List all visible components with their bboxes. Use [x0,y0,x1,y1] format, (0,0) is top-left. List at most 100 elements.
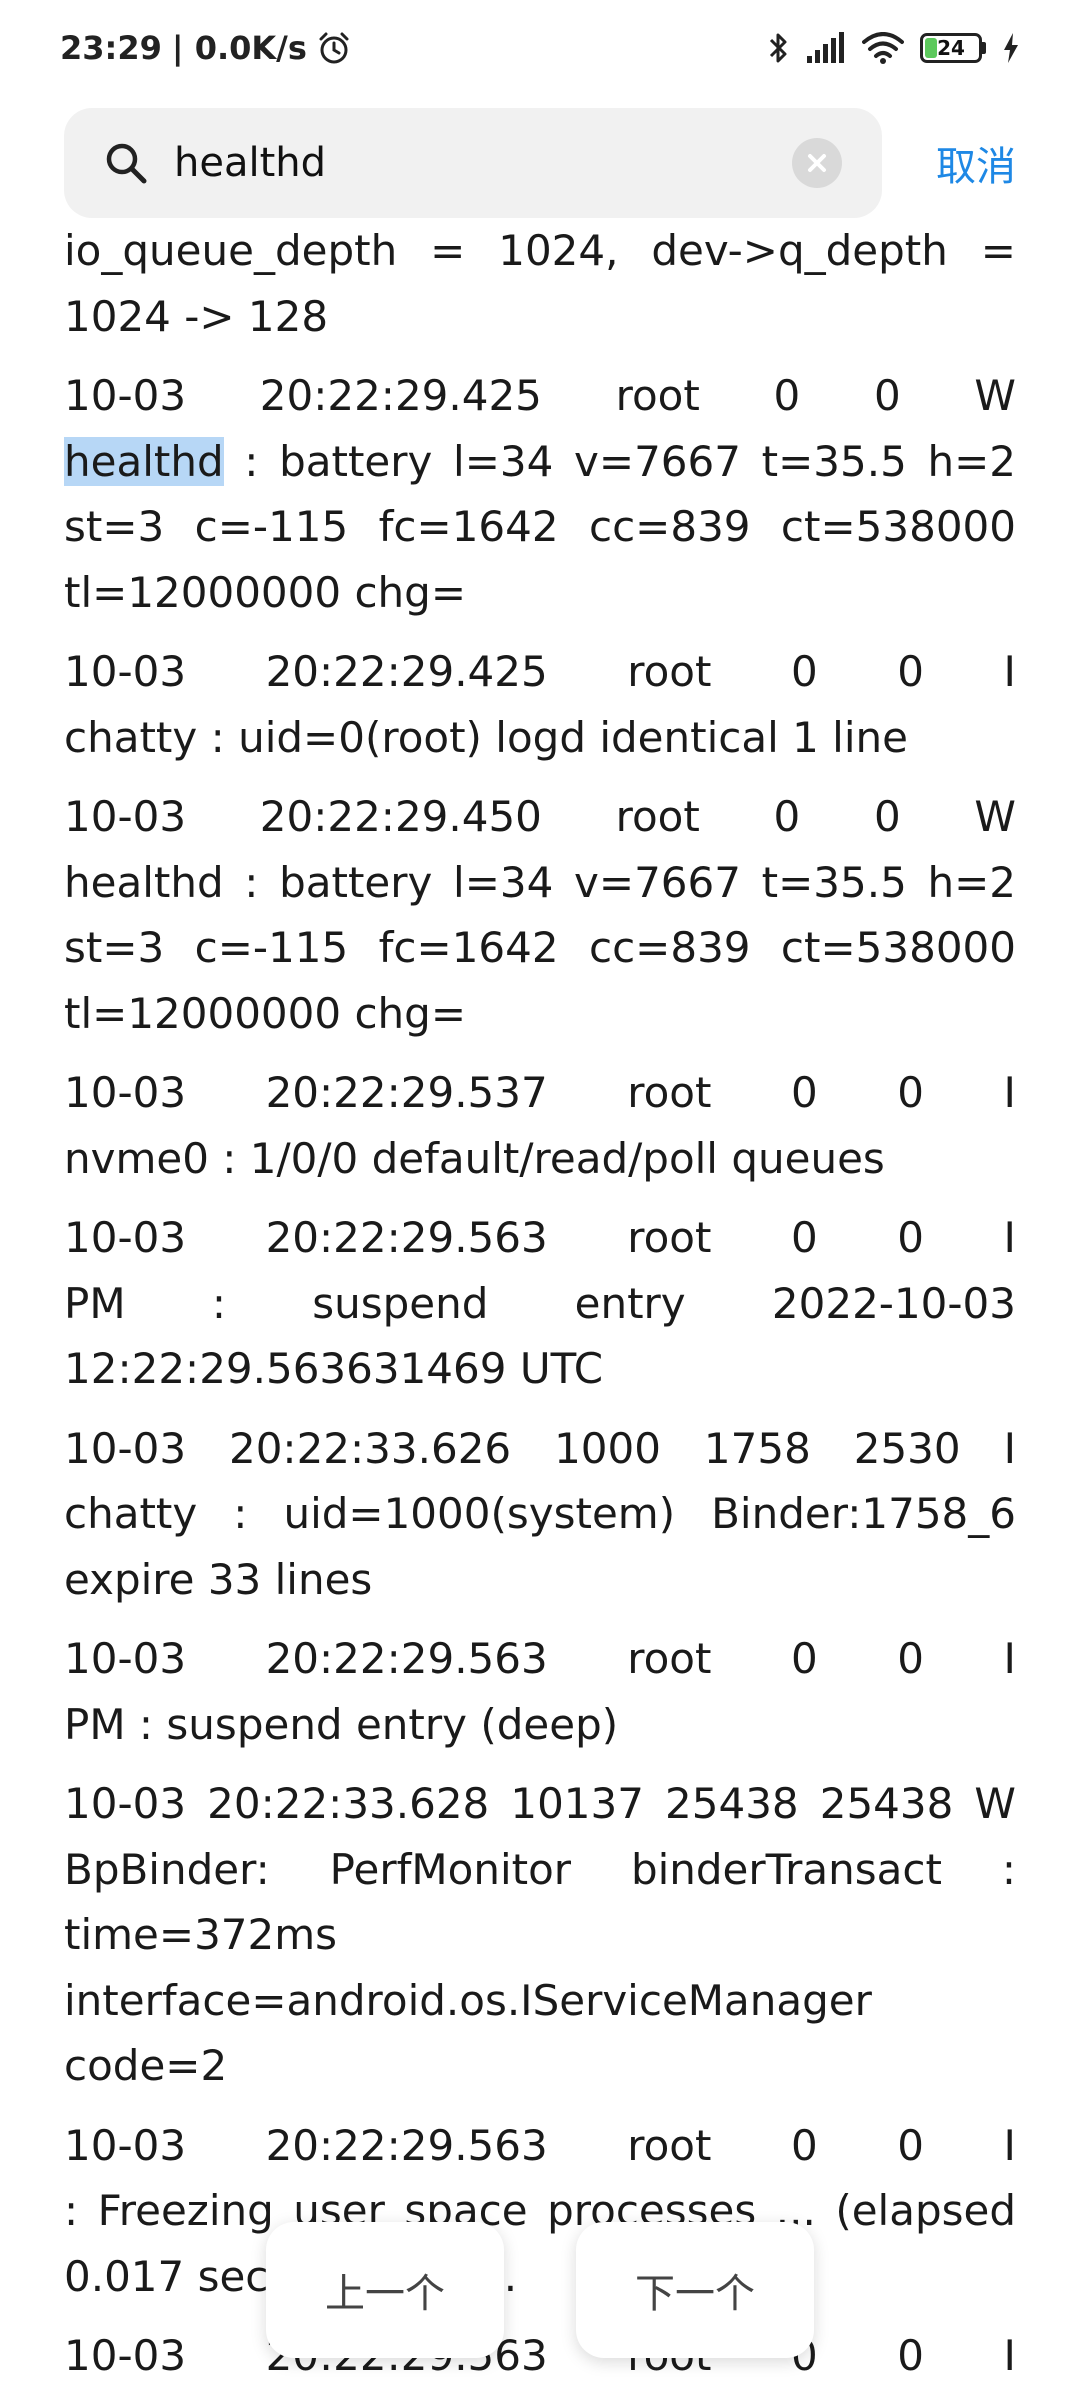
log-user: root [627,1213,712,1262]
log-user: 1000 [554,1423,661,1473]
battery-level: 24 [937,36,965,60]
log-entry-body: : ...er disa [64,2389,1016,2400]
log-viewer[interactable]: io_queue_depth = 1024, dev->q_depth = 10… [64,218,1016,2400]
log-tag: chatty [64,712,198,762]
log-user: root [627,1068,712,1117]
log-level: I [1003,1634,1016,1683]
log-level: I [1003,1423,1016,1473]
log-entry: 10-03 20:22:29.563 root 0 0 I PM : suspend ent… [64,1626,1016,1757]
log-entry-body: BpBinder: PerfMonitor binderTransact : t… [64,1837,1016,2099]
log-level: W [974,371,1016,420]
search-icon [104,141,148,185]
log-tid: 0 [897,647,925,696]
log-level: I [1003,1068,1016,1117]
log-date: 10-03 [64,1634,187,1683]
log-tid: 0 [897,1068,925,1117]
log-user: 10137 [510,1779,644,1828]
log-time: 20:22:29.450 [259,792,542,841]
log-time: 20:22:29.425 [265,647,548,696]
battery-tip [982,42,986,54]
log-tid: 0 [873,792,901,841]
log-date: 10-03 [64,2331,187,2380]
battery-body: 24 [920,33,982,63]
battery-icon: 24 [920,33,986,63]
log-pid: 0 [791,1634,818,1683]
log-tid: 2530 [853,1423,961,1473]
log-user: root [615,792,700,841]
log-pid: 25438 [665,1779,799,1828]
log-tid: 0 [897,1634,925,1683]
log-tag: healthd [64,857,224,907]
status-time: 23:29 [60,29,162,67]
log-time: 20:22:33.626 [228,1423,512,1473]
clear-search-button[interactable] [792,138,842,188]
search-input[interactable] [174,140,792,186]
log-entry-header: 10-03 20:22:29.563 root 0 0 I [64,1626,1016,1692]
log-message: : uid=0(root) logd identical 1 line [197,712,908,762]
log-level: I [1003,2331,1016,2380]
log-tag: nvme0 [64,1133,209,1183]
status-bar: 23:29 | 0.0K/s [0,0,1080,96]
charging-icon [1002,32,1020,64]
log-user: root [615,371,700,420]
previous-match-button[interactable]: 上一个 [266,2222,504,2358]
log-entry-body: chatty : uid=1000(system) Binder:1758_6 … [64,1481,1016,1612]
log-tag: PM [64,1278,126,1328]
log-time: 20:22:29.563 [265,1213,548,1262]
log-message: : 1/0/0 default/read/poll queues [208,1133,885,1183]
log-time: 20:22:29.563 [265,2120,548,2170]
log-message: : suspend entry 2022-10-03 12:22:29.5636… [64,1278,1016,1394]
log-entry-body: nvme0 : 1/0/0 default/read/poll queues [64,1126,1016,1192]
status-right: 24 [768,30,1020,66]
search-box[interactable] [64,108,882,218]
log-date: 10-03 [64,792,187,841]
log-message: PerfMonitor binderTransact : time=372ms … [64,1844,1016,2091]
battery-fill [925,38,937,58]
log-pid: 0 [791,1213,818,1262]
log-user: root [627,2120,712,2170]
log-pid: 0 [773,792,801,841]
log-time: 20:22:33.628 [207,1779,490,1828]
cancel-button[interactable]: 取消 [936,144,1016,190]
log-pid: 0 [773,371,801,420]
log-level: I [1003,647,1016,696]
log-entry-body: PM : suspend entry 2022-10-03 12:22:29.5… [64,1271,1016,1402]
status-left: 23:29 | 0.0K/s [60,29,351,67]
next-match-button[interactable]: 下一个 [576,2222,814,2358]
log-date: 10-03 [64,1779,187,1828]
log-date: 10-03 [64,1423,187,1473]
log-entry-body: PM : suspend entry (deep) [64,1692,1016,1758]
log-user: root [627,1634,712,1683]
log-date: 10-03 [64,1213,187,1262]
log-tid: 0 [897,2120,925,2170]
log-tid: 0 [897,2331,925,2380]
close-icon [808,154,826,172]
log-level: I [1003,2120,1016,2170]
log-date: 10-03 [64,2120,187,2170]
log-message: : Freezing user space processes ... (ela… [64,2186,1016,2301]
log-tag: BpBinder: [64,1844,270,1894]
log-date: 10-03 [64,647,187,696]
log-message: : battery l=34 v=7667 t=35.5 h=2 st=3 c=… [64,857,1016,1038]
log-entry-body: : Freezing user space processes ... (ela… [64,2178,1016,2309]
log-entry-header: 10-03 20:22:29.563 root 0 0 I [64,1205,1016,1271]
log-tid: 0 [897,1213,925,1262]
log-time: 20:22:29.563 [265,1634,548,1683]
log-level: I [1003,1213,1016,1262]
log-date: 10-03 [64,1068,187,1117]
log-entry-body: chatty : uid=0(root) logd identical 1 li… [64,705,1016,771]
log-date: 10-03 [64,371,187,420]
